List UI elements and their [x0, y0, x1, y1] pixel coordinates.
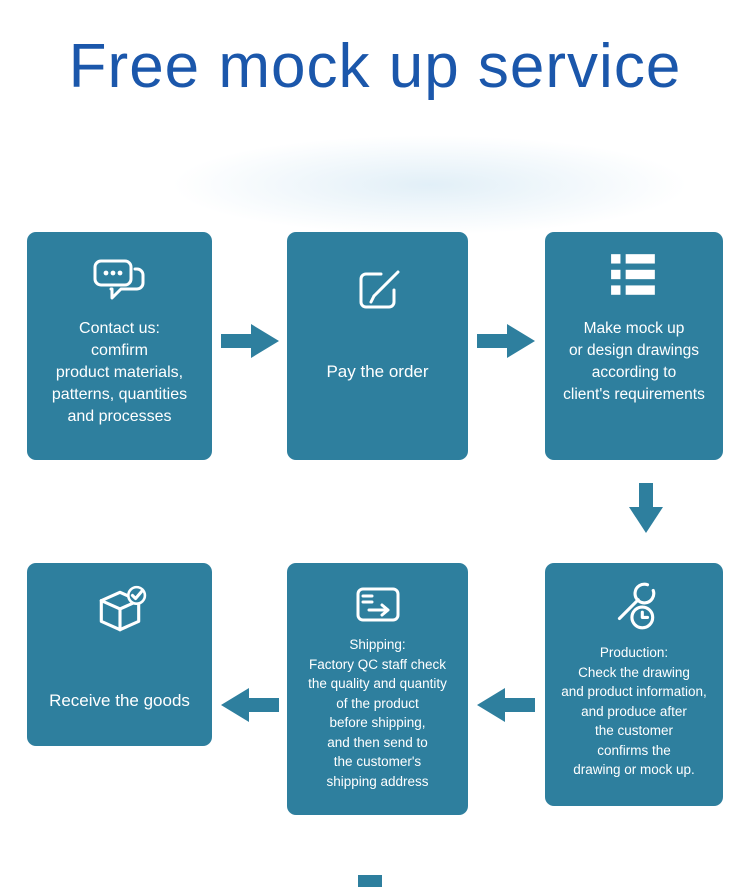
step-box-receive: Receive the goods — [27, 563, 212, 746]
step-box-contact: Contact us: comfirm product materials, p… — [27, 232, 212, 460]
bottom-edge-decor — [358, 875, 382, 887]
page-title: Free mock up service — [68, 32, 682, 101]
step-box-mockup: Make mock up or design drawings accordin… — [545, 232, 723, 460]
step-box-shipping: Shipping: Factory QC staff check the qua… — [287, 563, 468, 815]
flow-arrow-down — [627, 483, 665, 533]
flow-arrow-left-1 — [221, 686, 279, 724]
list-icon — [611, 254, 655, 295]
edit-icon — [359, 270, 399, 309]
flow-arrow-right-1 — [221, 322, 279, 360]
package-check-icon — [99, 585, 146, 632]
chat-icon — [93, 259, 144, 300]
step-text-shipping: Shipping: Factory QC staff check the qua… — [308, 637, 447, 789]
step-text-receive: Receive the goods — [49, 691, 190, 710]
flow-arrow-right-2 — [477, 322, 535, 360]
step-box-production: Production: Check the drawing and produc… — [545, 563, 723, 806]
step-box-pay: Pay the order — [287, 232, 468, 460]
step-text-pay: Pay the order — [326, 362, 429, 381]
background-wash — [170, 135, 690, 235]
wrench-clock-icon — [617, 582, 656, 630]
step-text-production: Production: Check the drawing and produc… — [561, 645, 707, 778]
flow-arrow-left-2 — [477, 686, 535, 724]
step-text-mockup: Make mock up or design drawings accordin… — [563, 320, 705, 403]
step-text-contact: Contact us: comfirm product materials, p… — [51, 320, 188, 426]
shipping-box-icon — [356, 587, 399, 622]
